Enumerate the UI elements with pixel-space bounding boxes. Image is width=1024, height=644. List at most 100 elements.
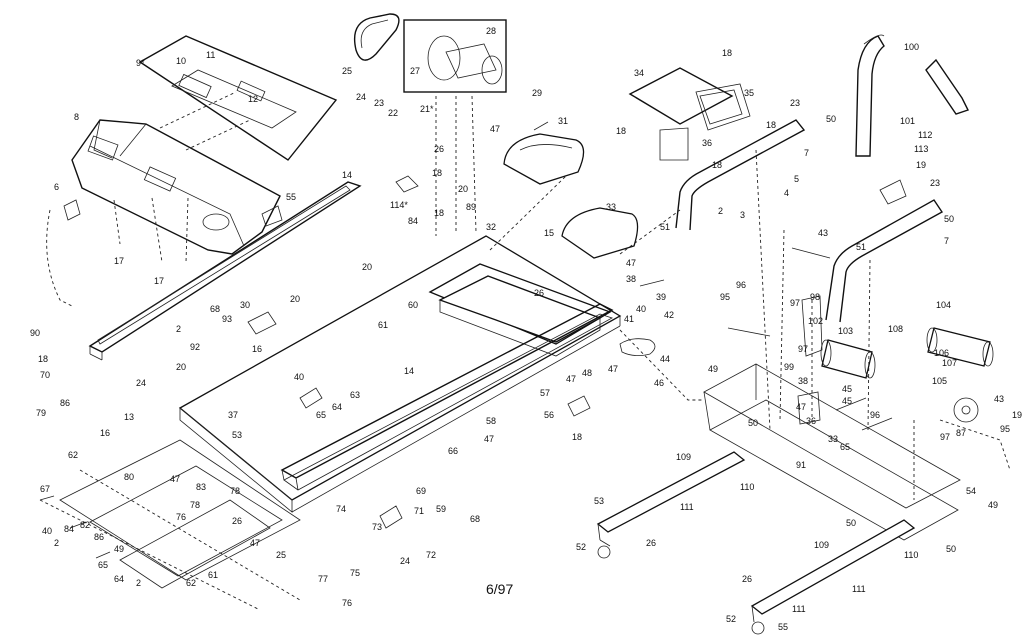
part-number-label: 18: [432, 168, 442, 178]
lower-frame-assembly: [39, 439, 301, 611]
part-number-label: 46: [654, 378, 664, 388]
part-number-label: 101: [900, 116, 915, 126]
side-rail-left: [88, 181, 362, 361]
part-number-label: 32: [486, 222, 496, 232]
part-number-label: 40: [294, 372, 304, 382]
part-number-label: 38: [798, 376, 808, 386]
part-number-label: 100: [904, 42, 919, 52]
part-number-label: 47: [796, 402, 806, 412]
part-number-label: 39: [656, 292, 666, 302]
part-number-label: 38: [626, 274, 636, 284]
part-number-label: 68: [470, 514, 480, 524]
part-number-label: 105: [932, 376, 947, 386]
part-number-label: 76: [342, 598, 352, 608]
part-number-label: 64: [332, 402, 342, 412]
part-number-label: 2: [136, 578, 141, 588]
part-number-label: 51: [660, 222, 670, 232]
part-number-label: 62: [68, 450, 78, 460]
part-number-label: 12: [248, 94, 258, 104]
part-number-label: 56: [544, 410, 554, 420]
part-number-label: 5: [794, 174, 799, 184]
part-number-label: 47: [608, 364, 618, 374]
part-number-label: 18: [766, 120, 776, 130]
part-number-label: 49: [988, 500, 998, 510]
motor-cover: [503, 133, 585, 185]
part-number-label: 55: [778, 622, 788, 632]
part-number-label: 33: [828, 434, 838, 444]
console-base: [71, 91, 281, 255]
part-number-label: 45: [842, 396, 852, 406]
upright-bracket: [628, 67, 751, 131]
part-number-label: 18: [572, 432, 582, 442]
part-number-label: 43: [994, 394, 1004, 404]
part-number-label: 18: [616, 126, 626, 136]
part-number-label: 69: [416, 486, 426, 496]
part-number-label: 44: [660, 354, 670, 364]
part-number-label: 113: [914, 144, 928, 154]
part-number-label: 54: [966, 486, 976, 496]
part-number-label: 86: [60, 398, 70, 408]
part-number-label: 59: [436, 504, 446, 514]
part-number-label: 67: [40, 484, 50, 494]
part-number-label: 52: [726, 614, 736, 624]
part-number-label: 77: [318, 574, 328, 584]
part-number-label: 49: [708, 364, 718, 374]
part-number-label: 75: [350, 568, 360, 578]
part-number-label: 53: [232, 430, 242, 440]
part-number-label: 63: [350, 390, 360, 400]
date-code: 6/97: [486, 581, 513, 597]
foot-rail-lower: [750, 519, 916, 635]
part-number-label: 109: [676, 452, 691, 462]
part-number-label: 47: [566, 374, 576, 384]
part-number-label: 89: [466, 202, 476, 212]
part-number-label: 53: [594, 496, 604, 506]
part-number-label: 43: [818, 228, 828, 238]
part-number-label: 4: [784, 188, 789, 198]
rear-roller-right: [926, 327, 994, 423]
part-number-label: 103: [838, 326, 853, 336]
part-number-label: 2: [176, 324, 181, 334]
part-number-label: 35: [744, 88, 754, 98]
part-number-label: 2: [54, 538, 59, 548]
part-number-label: 26: [646, 538, 656, 548]
part-number-label: 49: [114, 544, 124, 554]
part-number-label: 106: [934, 348, 949, 358]
part-number-label: 61: [378, 320, 388, 330]
part-number-label: 23: [790, 98, 800, 108]
part-number-label: 8: [74, 112, 79, 122]
part-number-label: 78: [230, 486, 240, 496]
part-number-label: 28: [486, 26, 496, 36]
part-number-label: 102: [808, 316, 823, 326]
part-number-label: 93: [222, 314, 232, 324]
part-number-label: 68: [210, 304, 220, 314]
part-number-label: 23: [930, 178, 940, 188]
part-number-label: 51: [856, 242, 866, 252]
part-number-label: 50: [826, 114, 836, 124]
part-number-label: 20: [176, 362, 186, 372]
part-number-label: 84: [64, 524, 74, 534]
part-number-label: 14: [404, 366, 414, 376]
hood-cover: [561, 207, 639, 259]
part-number-label: 104: [936, 300, 951, 310]
upright-left: [675, 119, 806, 231]
part-number-label: 72: [426, 550, 436, 560]
part-number-label: 15: [544, 228, 554, 238]
part-number-label: 3: [740, 210, 745, 220]
part-number-label: 48: [582, 368, 592, 378]
part-number-label: 33: [606, 202, 616, 212]
part-number-label: 20: [362, 262, 372, 272]
part-number-label: 26: [434, 144, 444, 154]
part-number-label: 112: [918, 130, 932, 140]
part-number-label: 58: [486, 416, 496, 426]
part-number-label: 18: [38, 354, 48, 364]
part-number-label: 111: [792, 604, 806, 614]
part-number-label: 96: [736, 280, 746, 290]
part-number-label: 65: [840, 442, 850, 452]
part-number-label: 34: [634, 68, 644, 78]
part-number-label: 18: [434, 208, 444, 218]
part-number-label: 31: [558, 116, 568, 126]
part-number-label: 24: [136, 378, 146, 388]
part-number-label: 11: [206, 50, 215, 60]
part-number-label: 30: [240, 300, 250, 310]
